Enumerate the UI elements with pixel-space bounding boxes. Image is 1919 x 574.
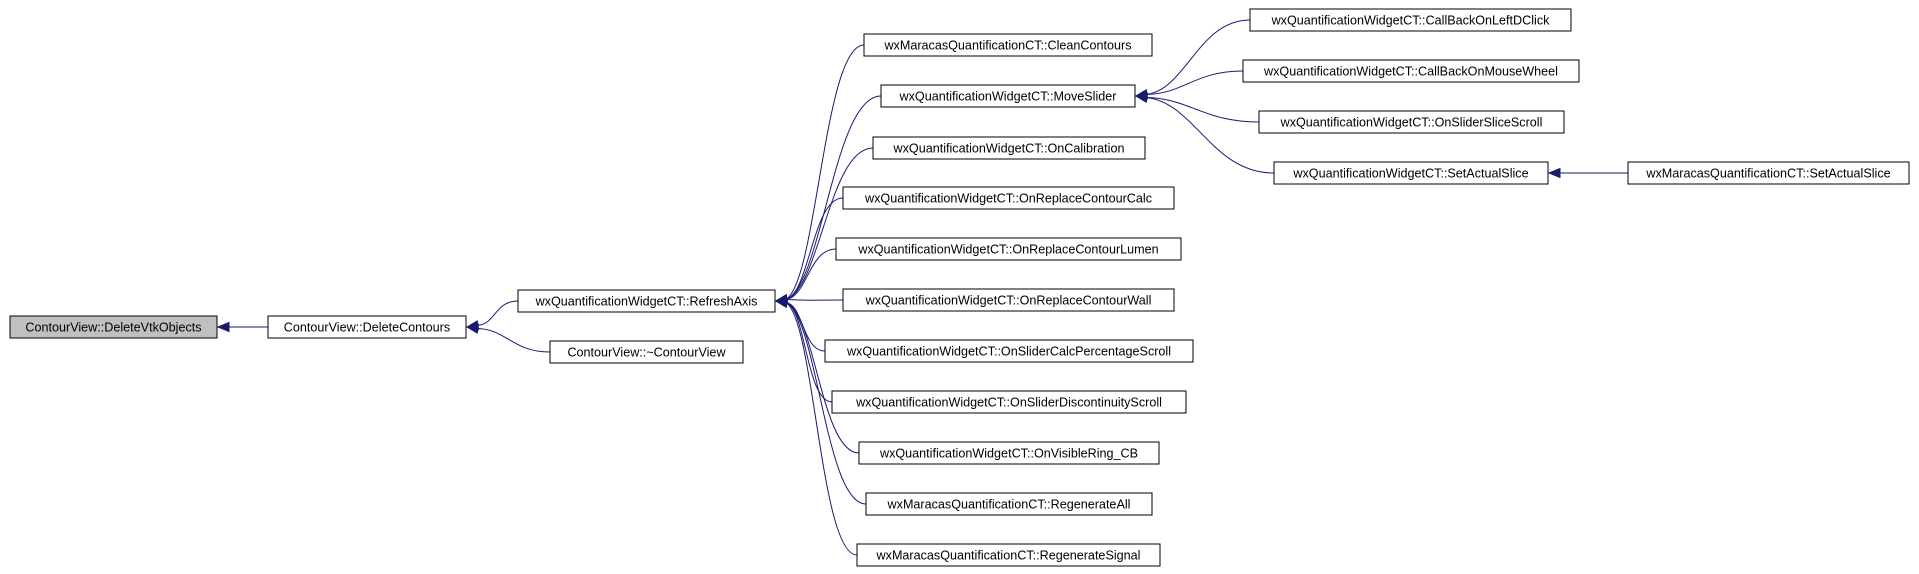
node-label: wxQuantificationWidgetCT::OnReplaceConto… [864, 192, 1152, 206]
edge-line [785, 95, 882, 300]
node-box [549, 340, 744, 364]
node-label: wxMaracasQuantificationCT::CleanContours [883, 39, 1131, 53]
node-box [842, 186, 1175, 210]
graph-node[interactable]: wxQuantificationWidgetCT::OnReplaceConto… [842, 288, 1175, 312]
graph-node[interactable]: wxQuantificationWidgetCT::OnVisibleRing_… [858, 441, 1160, 465]
graph-node[interactable]: wxQuantificationWidgetCT::RefreshAxis [517, 289, 776, 313]
graph-node[interactable]: wxQuantificationWidgetCT::OnSliderCalcPe… [824, 339, 1194, 363]
edge-line [476, 300, 519, 326]
node-label: wxMaracasQuantificationCT::RegenerateSig… [876, 549, 1141, 563]
graph-node[interactable]: wxQuantificationWidgetCT::OnSliderSliceS… [1258, 110, 1565, 134]
graph-node[interactable]: wxQuantificationWidgetCT::OnReplaceConto… [835, 237, 1182, 261]
edge-line [1145, 97, 1260, 123]
graph-node[interactable]: wxMaracasQuantificationCT::RegenerateAll [865, 492, 1153, 516]
arrowhead [1134, 92, 1149, 103]
node-box [865, 492, 1153, 516]
graph-node[interactable]: wxQuantificationWidgetCT::OnReplaceConto… [842, 186, 1175, 210]
edge-line [1145, 70, 1244, 95]
call-edge [465, 323, 551, 353]
graph-node[interactable]: wxQuantificationWidgetCT::MoveSlider [880, 84, 1136, 108]
node-label: wxQuantificationWidgetCT::OnReplaceConto… [857, 243, 1158, 257]
arrowhead [216, 321, 230, 333]
edge-line [785, 147, 874, 300]
node-box [1242, 59, 1580, 83]
node-label: ContourView::DeleteContours [284, 321, 450, 335]
call-edge [1134, 19, 1251, 100]
node-label: wxQuantificationWidgetCT::CallBackOnMous… [1263, 65, 1558, 79]
node-label: wxQuantificationWidgetCT::OnSliderDiscon… [855, 396, 1162, 410]
graph-node[interactable]: wxMaracasQuantificationCT::RegenerateSig… [856, 543, 1161, 567]
edge-line [1145, 97, 1275, 174]
node-box [517, 289, 776, 313]
node-box [824, 339, 1194, 363]
node-label: wxQuantificationWidgetCT::OnSliderSliceS… [1280, 116, 1543, 130]
graph-node[interactable]: wxQuantificationWidgetCT::OnCalibration [872, 136, 1146, 160]
edge-line [476, 328, 551, 353]
node-box [856, 543, 1161, 567]
arrowhead [465, 323, 480, 334]
node-box [1627, 161, 1910, 185]
graph-node: ContourView::DeleteVtkObjects [9, 315, 218, 339]
node-box [1273, 161, 1549, 185]
node-label: ContourView::~ContourView [567, 346, 726, 360]
node-label: wxQuantificationWidgetCT::OnReplaceConto… [865, 294, 1152, 308]
call-edge [1134, 92, 1275, 174]
graph-node[interactable]: wxMaracasQuantificationCT::SetActualSlic… [1627, 161, 1910, 185]
node-box [9, 315, 218, 339]
node-box [1258, 110, 1565, 134]
call-edge [774, 147, 874, 305]
edges-layer [216, 19, 1628, 556]
node-box [863, 33, 1153, 57]
graph-node[interactable]: ContourView::DeleteContours [267, 315, 467, 339]
graph-node[interactable]: wxMaracasQuantificationCT::CleanContours [863, 33, 1153, 57]
graph-node[interactable]: ContourView::~ContourView [549, 340, 744, 364]
node-label: wxMaracasQuantificationCT::SetActualSlic… [1645, 167, 1890, 181]
edge-line [785, 299, 844, 301]
call-edge [216, 321, 268, 333]
node-label: wxQuantificationWidgetCT::SetActualSlice [1292, 167, 1528, 181]
graph-node[interactable]: wxQuantificationWidgetCT::SetActualSlice [1273, 161, 1549, 185]
node-label: wxMaracasQuantificationCT::RegenerateAll [887, 498, 1131, 512]
call-edge [1134, 92, 1260, 123]
node-box [831, 390, 1187, 414]
node-box [842, 288, 1175, 312]
node-label: wxQuantificationWidgetCT::CallBackOnLeft… [1271, 14, 1551, 28]
arrowhead [774, 297, 789, 308]
graph-node[interactable]: wxQuantificationWidgetCT::OnSliderDiscon… [831, 390, 1187, 414]
edge-line [785, 197, 844, 300]
edge-line [785, 302, 867, 505]
node-label: wxQuantificationWidgetCT::OnVisibleRing_… [879, 447, 1138, 461]
node-box [267, 315, 467, 339]
edge-line [785, 44, 865, 300]
call-edge [774, 297, 858, 556]
call-edge [774, 44, 865, 305]
arrowhead [1547, 167, 1561, 179]
edge-line [1145, 19, 1251, 95]
node-box [835, 237, 1182, 261]
node-label: ContourView::DeleteVtkObjects [25, 321, 201, 335]
node-box [858, 441, 1160, 465]
node-box [1249, 8, 1572, 32]
node-box [872, 136, 1146, 160]
node-label: wxQuantificationWidgetCT::MoveSlider [899, 90, 1117, 104]
node-label: wxQuantificationWidgetCT::OnCalibration [893, 142, 1125, 156]
node-label: wxQuantificationWidgetCT::RefreshAxis [535, 295, 758, 309]
edge-line [785, 302, 860, 454]
call-edge [1134, 70, 1244, 100]
edge-line [785, 302, 858, 556]
call-edge [774, 197, 844, 305]
edge-line [785, 248, 837, 300]
node-label: wxQuantificationWidgetCT::OnSliderCalcPe… [846, 345, 1171, 359]
graph-node[interactable]: wxQuantificationWidgetCT::CallBackOnMous… [1242, 59, 1580, 83]
call-edge [1547, 167, 1628, 179]
graph-node[interactable]: wxQuantificationWidgetCT::CallBackOnLeft… [1249, 8, 1572, 32]
node-box [880, 84, 1136, 108]
